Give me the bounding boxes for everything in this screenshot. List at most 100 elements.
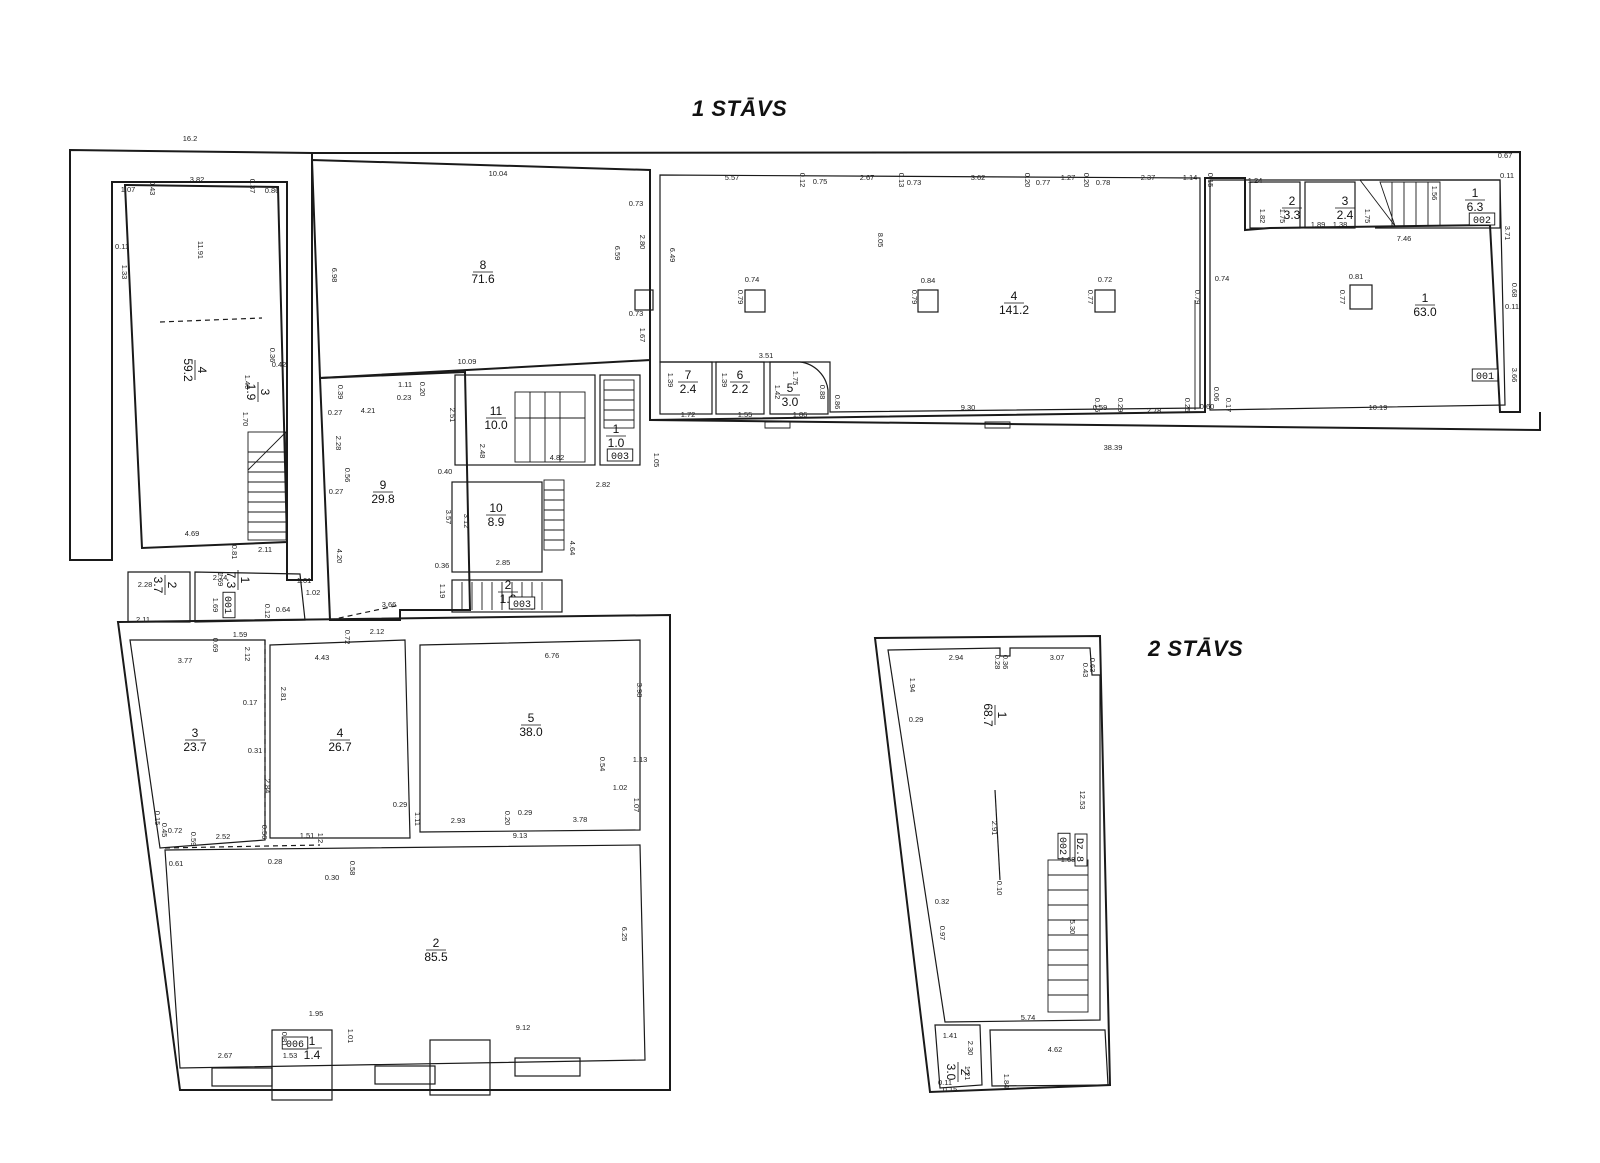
tag-text: 003 [513,600,531,611]
dashed-partition [159,317,263,323]
tag-text: 006 [286,1040,304,1051]
tag-box [606,448,634,462]
dimension-label: 1.01 [297,576,312,585]
room-number: 1 [238,577,252,584]
room-c5-wall [769,361,829,415]
dimension-label: 0.28 [993,655,1002,670]
room-area: 2.4 [1337,208,1354,222]
room-e4-wall [269,639,411,839]
dimension-label: 1.42 [773,385,782,400]
dimension-label: 0.56 [343,468,352,483]
room-number: 7 [685,368,692,382]
dimension-label: 3.07 [1050,653,1065,662]
room-number: 4 [1011,289,1018,303]
room-number: 11 [490,404,503,418]
room-area: 2.4 [680,382,697,396]
cadastre-tag-t-b003: 003 [606,448,634,463]
dimension-label: 1.69 [211,598,220,613]
dimension-label: 16.2 [183,134,198,143]
window-bay-3 [429,1039,491,1096]
room-label-e2: 285.5 [424,936,448,964]
dimension-label: 0.77 [1086,290,1095,305]
room-label-e4: 426.7 [328,726,352,754]
dimension-label: 1.19 [438,584,447,599]
room-b10-wall [451,481,543,573]
dimension-label: 0.81 [1349,272,1364,281]
tag-box [1471,368,1499,382]
dimension-label: 0.15 [153,811,162,826]
dimension-label: 0.79 [1193,290,1202,305]
dimension-label: 2.67 [860,173,875,182]
floor2-walls [873,634,1112,1094]
dimension-label: 0.20 [418,382,427,397]
entrance-steps [764,421,1011,429]
room-b11-wall [454,374,596,466]
dimension-label: 0.36 [435,561,450,570]
room-number: 2 [505,578,512,592]
room-label-b9: 929.8 [371,478,395,506]
dimension-label: 1.11 [413,812,422,826]
dimension-label: 0.59 [1093,403,1108,412]
dimension-label: 3.82 [190,175,205,184]
dimension-label: 0.63 [1088,658,1097,673]
dimension-label: 7.46 [1397,234,1412,243]
dimension-label: 9.30 [961,403,976,412]
room-number: 2 [165,582,179,589]
room-area: 3.0 [944,1064,958,1081]
room-number: 3 [192,726,199,740]
dimension-label: 1.95 [309,1009,324,1018]
cadastre-tag-t-d002: 002 [1468,212,1496,227]
dimension-label: 0.67 [1498,151,1513,160]
room-number: 1 [613,422,620,436]
dimension-label: 0.11 [1505,302,1519,311]
dimension-label: 1.41 [943,1031,958,1040]
dimension-label: 0.69 [211,638,220,653]
tag-box [1468,212,1496,226]
floor2-title: 2 STĀVS [1148,636,1244,661]
dimension-label: 0.29 [518,808,533,817]
tag-box [1074,833,1088,867]
dimension-label: 6.59 [613,246,622,261]
dimension-label: 1.75 [1278,209,1287,224]
dimension-label: 2.67 [218,1051,233,1060]
dimension-label: 3.66 [382,600,397,609]
dimension-label: 3.71 [1503,226,1512,241]
dimension-label: 0.88 [818,385,827,400]
room-number: 1 [995,712,1009,719]
room-number: 5 [787,381,794,395]
dimension-label: 1.51 [300,831,315,840]
dimension-label: 3.57 [444,510,453,525]
dimension-label: 0.20 [503,811,512,826]
dimension-label: 2.48 [478,444,487,459]
floor2-outer-wall [873,634,1112,1094]
room-label-e5: 538.0 [519,711,543,739]
dimension-label: 0.77 [1338,290,1347,305]
cadastre-tag-t-u002: 002 [1056,832,1071,860]
room-d2-wall [1249,181,1301,229]
dimension-label: 0.59 [189,832,198,847]
floor1-walls [69,148,1541,1101]
dashed-partition [164,844,321,849]
dimension-label: 0.36 [268,348,277,363]
dimension-label: 2.94 [949,653,964,662]
stair-wing-a [247,431,287,541]
entrance-bay [271,1029,333,1101]
cadastre-tag-t-dz8: Dz.8 [1073,833,1088,867]
dimension-label: 1.72 [681,410,696,419]
room-label-a1: 17.3 [224,570,252,590]
room-area: 63.0 [1413,305,1437,319]
room-label-b1: 11.0 [606,422,626,450]
room-label-e3: 323.7 [183,726,207,754]
dimension-label: 0.97 [938,926,947,941]
dashed-partition [329,604,401,621]
room-area: 8.9 [488,515,505,529]
dimension-label: 0.73 [629,309,644,318]
stair-b11 [514,391,586,463]
dimension-label: 0.39 [336,385,345,400]
column [1349,284,1373,310]
cadastre-tag-t-e006: 006 [281,1036,309,1051]
floor1-title: 1 STĀVS [692,96,788,121]
dimension-label: 0.20 [1023,173,1032,188]
